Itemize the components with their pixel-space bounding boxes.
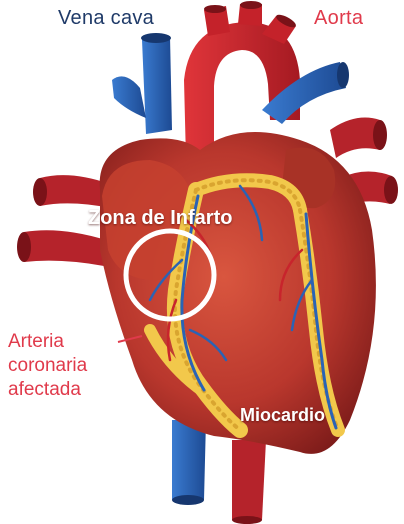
label-vena-cava: Vena cava xyxy=(58,6,154,30)
label-arteria-coronaria: Arteria coronaria afectada xyxy=(8,330,118,402)
label-arteria-line2: coronaria xyxy=(8,354,118,378)
label-aorta: Aorta xyxy=(314,6,363,30)
label-arteria-line3: afectada xyxy=(8,378,118,402)
label-miocardio: Miocardio xyxy=(240,405,325,427)
vena-cava-vessel xyxy=(112,33,172,134)
label-zona-infarto: Zona de Infarto xyxy=(88,206,232,230)
label-arteria-line1: Arteria xyxy=(8,330,118,354)
